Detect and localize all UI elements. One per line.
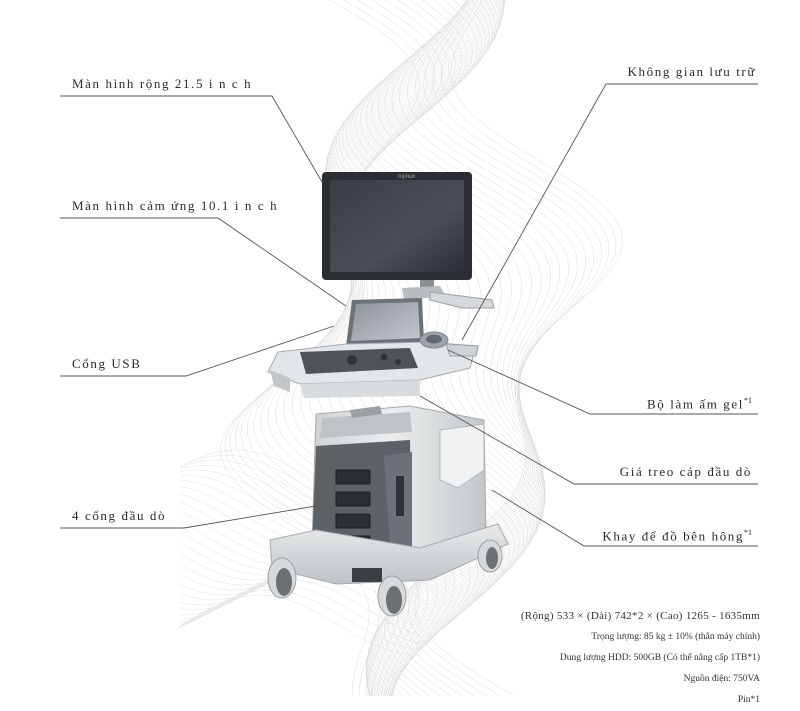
spec-power: Nguồn điện: 750VA bbox=[683, 674, 760, 684]
diagram-stage: FUJIFILM bbox=[60, 0, 760, 705]
mesh-strand bbox=[179, 594, 421, 656]
callout-cable-hanger: Giá treo cáp đầu dò bbox=[619, 464, 752, 479]
mesh-strand bbox=[341, 0, 545, 696]
leader-line-probe-ports bbox=[60, 505, 317, 529]
monitor-brand-label: FUJIFILM bbox=[398, 174, 415, 179]
mesh-strand bbox=[345, 0, 546, 696]
mesh-strand bbox=[354, 0, 546, 696]
mesh-strand bbox=[350, 0, 546, 696]
wheel-base bbox=[267, 523, 509, 617]
mesh-strand bbox=[318, 0, 496, 696]
mesh-strand bbox=[283, 0, 482, 696]
callout-usb-port: Cổng USB bbox=[72, 356, 142, 371]
mesh-strand bbox=[179, 589, 421, 650]
callout-side-tray-note: *1 bbox=[744, 528, 752, 537]
touch-panel bbox=[346, 298, 424, 346]
callout-gel-warmer-note: *1 bbox=[744, 396, 752, 405]
leader-line-gel-warmer bbox=[447, 349, 758, 415]
callout-storage: Không gian lưu trữ bbox=[627, 64, 756, 79]
main-monitor: FUJIFILM bbox=[322, 172, 472, 300]
mesh-strand bbox=[291, 0, 487, 696]
callout-side-tray-text: Khay để đồ bên hông bbox=[602, 528, 744, 544]
mesh-strand bbox=[365, 0, 545, 696]
callout-gel-warmer: Bộ làm ấm gel*1 bbox=[647, 396, 752, 412]
leader-line-main-display bbox=[60, 95, 323, 183]
leader-line-side-tray bbox=[491, 489, 758, 547]
spec-hdd: Dung lượng HDD: 500GB (Có thể nâng cấp 1… bbox=[559, 653, 760, 663]
spec-battery: Pin*1 bbox=[737, 695, 760, 705]
spec-dimensions: (Rộng) 533 × (Dài) 742*2 × (Cao) 1265 - … bbox=[520, 610, 760, 622]
mesh-strand bbox=[371, 0, 544, 696]
callout-side-tray: Khay để đồ bên hông*1 bbox=[602, 528, 752, 544]
spec-list: (Rộng) 533 × (Dài) 742*2 × (Cao) 1265 - … bbox=[521, 606, 760, 711]
leader-line-usb-port bbox=[60, 325, 335, 377]
leader-line-storage bbox=[461, 83, 758, 341]
mesh-strand bbox=[267, 0, 473, 696]
leader-line-cable-hanger bbox=[419, 395, 758, 485]
callout-gel-warmer-text: Bộ làm ấm gel bbox=[647, 396, 744, 412]
leader-line-touch-panel bbox=[60, 217, 347, 307]
callout-probe-ports: 4 cổng đầu dò bbox=[72, 508, 167, 523]
ultrasound-device: FUJIFILM bbox=[267, 172, 509, 617]
mesh-strand bbox=[359, 0, 545, 696]
control-console bbox=[267, 331, 479, 398]
mesh-strand bbox=[309, 0, 493, 696]
callout-main-display: Màn hình rộng 21.5 i n c h bbox=[72, 76, 253, 91]
spec-weight: Trọng lượng: 85 kg ± 10% (thân máy chính… bbox=[591, 632, 760, 642]
leader-lines bbox=[60, 83, 758, 547]
monitor-arm bbox=[429, 291, 495, 309]
mesh-strand bbox=[179, 579, 421, 637]
callout-touch-panel: Màn hình cảm ứng 10.1 i n c h bbox=[72, 198, 279, 213]
